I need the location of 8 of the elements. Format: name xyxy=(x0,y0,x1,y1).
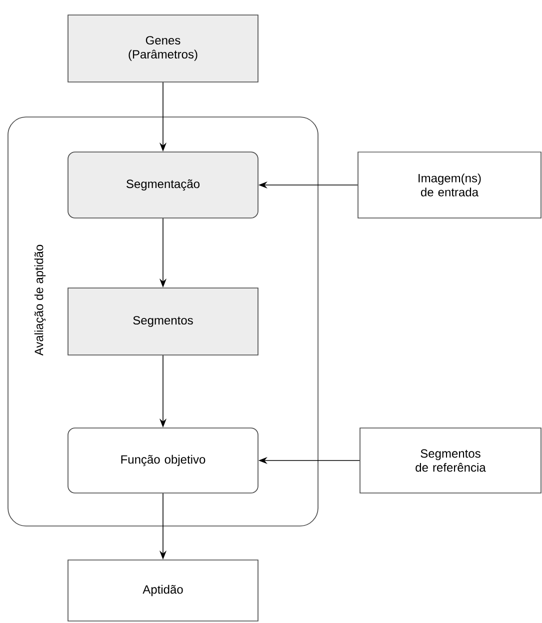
process-box: Função objetivo xyxy=(68,428,258,494)
process-box: Genes (Parâmetros) xyxy=(68,14,258,82)
process-box: Segmentos xyxy=(68,288,258,356)
output-box: Aptidão xyxy=(68,560,258,622)
input-box: Segmentos de referência xyxy=(360,428,542,494)
input-box: Imagem(ns) de entrada xyxy=(358,152,542,218)
group-label: Avaliação de aptidão xyxy=(34,244,46,356)
process-box: Segmentação xyxy=(68,152,258,218)
